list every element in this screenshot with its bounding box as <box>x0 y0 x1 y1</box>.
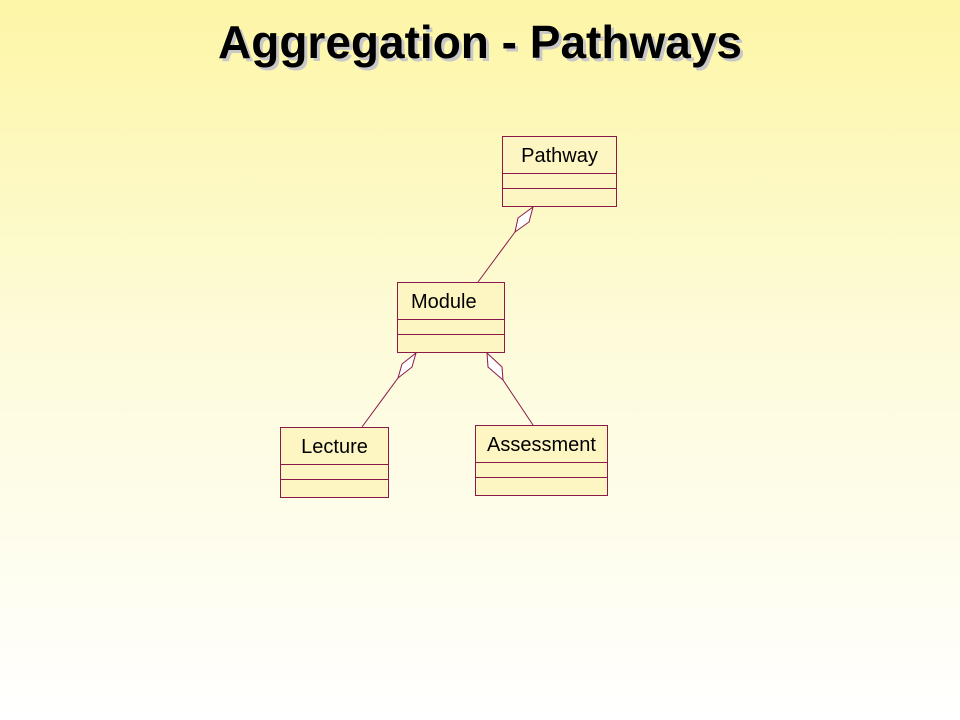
class-lecture: Lecture <box>280 427 389 498</box>
aggregation-line-pathway-module <box>477 231 516 283</box>
class-pathway-operations <box>503 189 616 206</box>
aggregation-diamond-pathway <box>514 205 534 234</box>
class-assessment: Assessment <box>475 425 608 496</box>
aggregation-line-module-assessment <box>502 379 534 426</box>
class-lecture-operations <box>281 480 388 497</box>
class-assessment-attributes <box>476 463 607 478</box>
class-module: Module <box>397 282 505 353</box>
class-pathway-name: Pathway <box>503 137 616 174</box>
class-module-name: Module <box>398 283 504 320</box>
class-module-attributes <box>398 320 504 335</box>
class-lecture-attributes <box>281 465 388 480</box>
aggregation-module-assessment <box>486 351 534 426</box>
aggregation-line-module-lecture <box>361 377 399 428</box>
class-assessment-operations <box>476 478 607 495</box>
class-pathway: Pathway <box>502 136 617 207</box>
aggregation-pathway-module <box>477 205 534 283</box>
class-pathway-attributes <box>503 174 616 189</box>
class-lecture-name: Lecture <box>281 428 388 465</box>
aggregation-diamond-module-lecture <box>397 351 417 380</box>
class-assessment-name: Assessment <box>476 426 607 463</box>
slide-title: Aggregation - Pathways <box>218 16 742 68</box>
aggregation-diamond-module-assessment <box>486 351 504 382</box>
aggregation-module-lecture <box>361 351 417 428</box>
class-module-operations <box>398 335 504 352</box>
